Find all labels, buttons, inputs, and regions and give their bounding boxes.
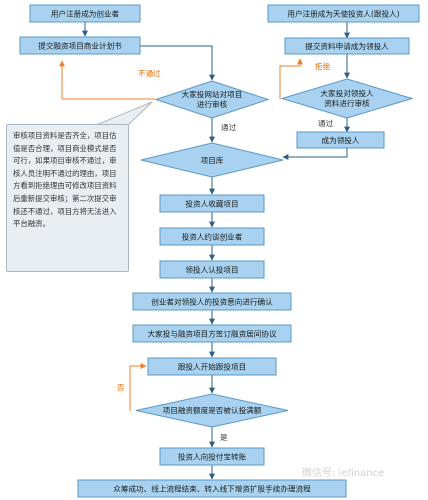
note-callout-pointer [95,101,153,126]
node-label: 投资人约谈创业者 [182,232,243,242]
label-pass-2: 通过 [318,118,334,128]
decision-fully-funded: 项目融资额度是否被认投满额 [135,393,289,428]
node-label: 投资人收藏项目 [185,199,238,209]
node-label: 用户注册成为天使投资人(跟投人) [287,9,399,19]
arrow-r4-n4 [282,148,348,160]
node-label: 进行审核 [197,99,228,109]
no-arrow-n11-n10 [129,363,147,411]
node-lead-commit: 领投人认投项目 [159,260,265,279]
decision-lead-review: 大家投对领投人 资料进行审核 [280,78,414,119]
label-reject-1: 不通过 [138,68,161,78]
node-label: 大家投与融资项目方签订融资居间协议 [147,329,276,339]
reject-arrow-r3-r2 [279,58,303,99]
arrow-n2-n3 [140,45,215,81]
review-note-text: 审核项目资料是否齐全，项目估值是否合理，项目商业模式是否可行，如果项目审核不通过… [13,131,117,229]
reject-arrow-n3-n2 [59,60,155,100]
label-no: 否 [117,383,125,392]
node-label: 大家投对领投人 [320,88,374,98]
decision-site-review: 大家投网站对项目 进行审核 [154,80,270,119]
node-register-angel: 用户注册成为天使投资人(跟投人) [267,4,420,23]
label-reject-2: 拒绝 [315,61,331,71]
watermark-text: 微信号: iefinance [302,468,385,479]
node-label: 用户注册成为创业者 [51,9,120,19]
node-register-founder: 用户注册成为创业者 [29,4,141,23]
label-pass-1: 通过 [221,122,237,132]
node-label: 项目融资额度是否被认投满额 [163,405,262,415]
node-investor-collect: 投资人收藏项目 [159,194,265,213]
node-label: 提交资料申请成为领投人 [305,41,389,51]
node-label: 大家投网站对项目 [182,89,243,99]
node-label: 跟投人开始跟投项目 [178,362,246,372]
node-founder-confirm: 创业者对领投人的投资意向进行确认 [132,292,292,311]
reject-connectors [59,58,303,411]
wechat-watermark: 微信号: iefinance [302,464,384,479]
node-become-lead: 成为领投人 [296,131,385,149]
node-transfer-payment: 投资人向投付宝转账 [159,447,265,466]
node-follow-invest: 跟投人开始跟投项目 [147,357,277,376]
node-apply-lead: 提交资料申请成为领投人 [284,37,410,55]
node-submit-plan: 提交融资项目商业计划书 [19,36,141,55]
node-label: 资料进行审核 [324,98,370,108]
node-label: 投资人向投付宝转账 [178,452,247,462]
label-yes: 是 [220,433,228,442]
review-note: 审核项目资料是否齐全，项目估值是否合理，项目商业模式是否可行，如果项目审核不通过… [6,124,129,272]
connectors [82,22,350,480]
node-investor-interview: 投资人约谈创业者 [159,227,265,246]
node-label: 成为领投人 [322,135,360,145]
node-label: 众筹成功、线上流程结束、转入线下增资扩股手续办理流程 [113,484,311,494]
node-label: 领投人认投项目 [185,265,238,275]
node-project-pool: 项目库 [140,142,284,178]
node-crowdfunding-success: 众筹成功、线上流程结束、转入线下增资扩股手续办理流程 [77,479,347,498]
node-label: 提交融资项目商业计划书 [38,41,122,51]
node-sign-agreement: 大家投与融资项目方签订融资居间协议 [132,324,292,343]
node-label: 创业者对领投人的投资意向进行确认 [151,297,273,307]
node-label: 项目库 [201,155,224,165]
